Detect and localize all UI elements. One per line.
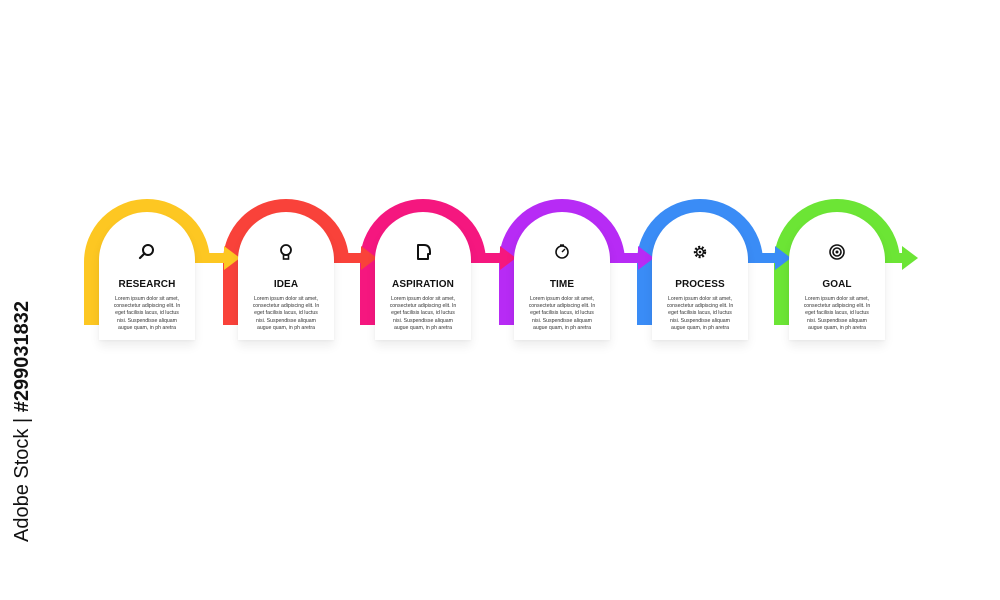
- step-title: TIME: [549, 279, 575, 290]
- stock-separator: |: [11, 412, 33, 429]
- step-description-line: Lorem ipsum dolor sit amet,: [253, 296, 318, 302]
- step-description-line: augue quam, in ph aretra: [257, 324, 315, 331]
- step-description-line: nisi. Suspendisse aliquam: [532, 317, 592, 324]
- step-description-line: augue quam, in ph aretra: [533, 324, 591, 331]
- step-description-line: nisi. Suspendisse aliquam: [256, 317, 316, 324]
- step-card-time: TIME Lorem ipsum dolor sit amet,consectet…: [514, 212, 610, 340]
- clock-icon: [552, 242, 572, 262]
- stock-watermark-label: Adobe Stock | #299031832: [11, 301, 33, 542]
- arrow-shaft-aspiration: [460, 253, 502, 263]
- step-description-line: consectetur adipiscing elit. In: [389, 303, 457, 310]
- step-description-line: consectetur adipiscing elit. In: [528, 303, 596, 310]
- step-card-idea: IDEA Lorem ipsum dolor sit amet,consectet…: [238, 212, 334, 340]
- step-description-line: eget facilisis lacus, id luctus: [805, 310, 869, 317]
- search-icon: [137, 242, 157, 262]
- target-icon: [827, 242, 847, 262]
- step-description: Lorem ipsum dolor sit amet,consectetur a…: [105, 296, 189, 332]
- stock-id: #299031832: [11, 301, 33, 413]
- step-description-line: consectetur adipiscing elit. In: [113, 303, 181, 310]
- head-profile-icon: [413, 242, 433, 262]
- step-card-process: PROCESS Lorem ipsum dolor sit amet,consec…: [652, 212, 748, 340]
- step-description: Lorem ipsum dolor sit amet,consectetur a…: [658, 296, 742, 332]
- arrow-head-idea: [361, 246, 377, 270]
- step-description-line: eget facilisis lacus, id luctus: [530, 310, 594, 317]
- step-title: RESEARCH: [118, 279, 176, 290]
- step-description-line: nisi. Suspendisse aliquam: [393, 317, 453, 324]
- step-description: Lorem ipsum dolor sit amet,consectetur a…: [381, 296, 465, 332]
- arrow-shaft-research: [184, 253, 226, 263]
- timeline-arrows: [184, 246, 918, 270]
- arrow-head-aspiration: [500, 246, 516, 270]
- step-description-line: Lorem ipsum dolor sit amet,: [804, 296, 869, 302]
- step-description: Lorem ipsum dolor sit amet,consectetur a…: [795, 296, 879, 332]
- arrow-head-time: [638, 246, 654, 270]
- step-description-line: eget facilisis lacus, id luctus: [254, 310, 318, 317]
- step-description-line: eget facilisis lacus, id luctus: [391, 310, 455, 317]
- arrow-shaft-process: [737, 253, 777, 263]
- arrow-shaft-idea: [323, 253, 363, 263]
- step-title: PROCESS: [675, 279, 725, 290]
- step-description-line: nisi. Suspendisse aliquam: [807, 317, 867, 324]
- step-title: ASPIRATION: [392, 279, 454, 290]
- step-description-line: Lorem ipsum dolor sit amet,: [667, 296, 732, 302]
- step-card-goal: GOAL Lorem ipsum dolor sit amet,consectet…: [789, 212, 885, 340]
- gear-icon: [690, 242, 710, 262]
- step-title: IDEA: [273, 279, 299, 290]
- arrow-head-goal: [902, 246, 918, 270]
- step-description-line: consectetur adipiscing elit. In: [666, 303, 734, 310]
- arrow-shaft-goal: [874, 253, 904, 263]
- arrow-head-process: [775, 246, 791, 270]
- step-title: GOAL: [822, 279, 852, 290]
- step-description-line: Lorem ipsum dolor sit amet,: [114, 296, 179, 302]
- step-description-line: augue quam, in ph aretra: [118, 324, 176, 331]
- step-description-line: Lorem ipsum dolor sit amet,: [529, 296, 594, 302]
- step-card-research: RESEARCH Lorem ipsum dolor sit amet,conse…: [99, 212, 195, 340]
- stock-site-name: Adobe Stock: [11, 428, 33, 542]
- lightbulb-icon: [276, 242, 296, 262]
- step-description-line: Lorem ipsum dolor sit amet,: [390, 296, 455, 302]
- step-card-aspiration: ASPIRATION Lorem ipsum dolor sit amet,con…: [375, 212, 471, 340]
- step-description: Lorem ipsum dolor sit amet,consectetur a…: [244, 296, 328, 332]
- timeline-arcs: [84, 199, 900, 325]
- arrow-shaft-time: [599, 253, 640, 263]
- step-description-line: augue quam, in ph aretra: [671, 324, 729, 331]
- step-description-line: nisi. Suspendisse aliquam: [670, 317, 730, 324]
- step-description-line: eget facilisis lacus, id luctus: [115, 310, 179, 317]
- step-description-line: consectetur adipiscing elit. In: [252, 303, 320, 310]
- arrow-head-research: [224, 246, 240, 270]
- step-description-line: nisi. Suspendisse aliquam: [117, 317, 177, 324]
- step-description: Lorem ipsum dolor sit amet,consectetur a…: [520, 296, 604, 332]
- step-description-line: augue quam, in ph aretra: [394, 324, 452, 331]
- step-description-line: eget facilisis lacus, id luctus: [668, 310, 732, 317]
- step-description-line: consectetur adipiscing elit. In: [803, 303, 871, 310]
- step-description-line: augue quam, in ph aretra: [808, 324, 866, 331]
